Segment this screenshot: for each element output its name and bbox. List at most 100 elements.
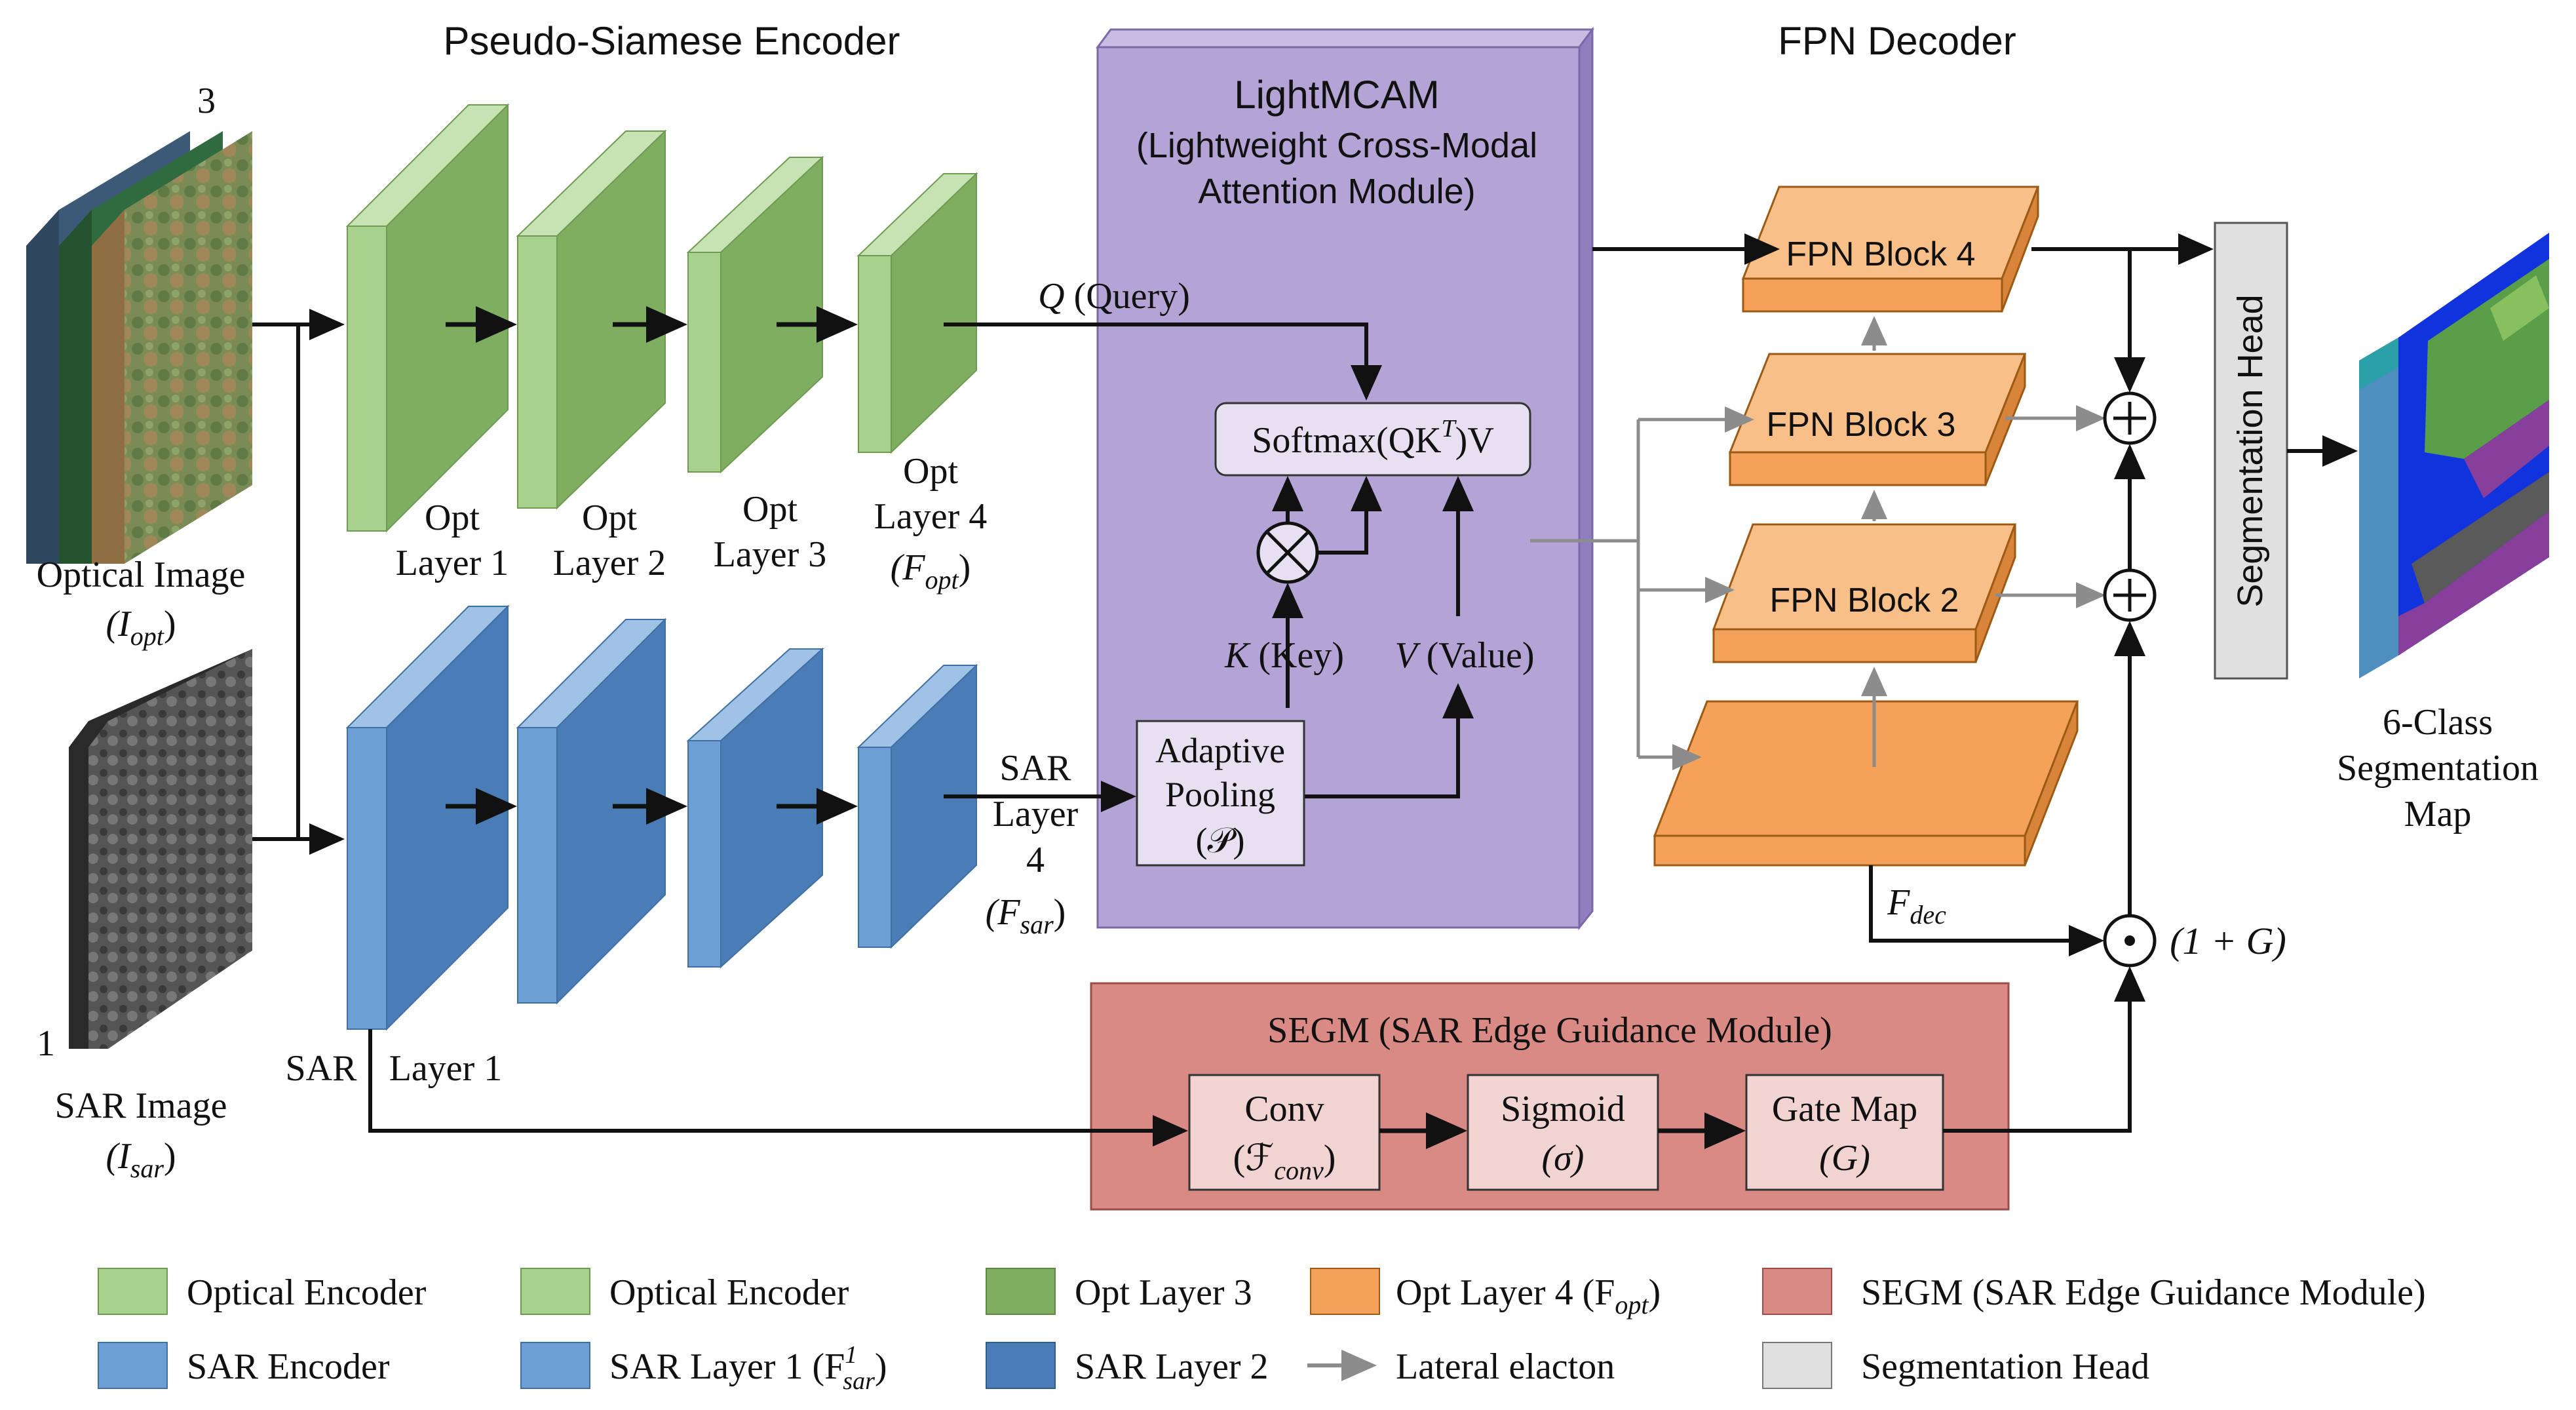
optical-image-label: Optical Image [37,555,246,595]
segmentation-head [2214,222,2288,680]
query-arrow [944,323,1382,401]
softmax-label: Softmax(QKT)V [1252,415,1494,461]
conv-line-2: (ℱconv) [1233,1138,1336,1185]
legend-label-2: Optical Encoder [609,1272,849,1313]
sar-layer4-layer: Layer [993,794,1079,834]
lightmcam-subtitle-1: (Lightweight Cross-Modal [1136,126,1537,165]
opt-layer-3 [686,155,824,474]
sar-layer-4 [856,663,978,949]
sar-layer1-sar: SAR [286,1048,358,1089]
opt-layer-2 [516,129,667,510]
legend-swatch-10 [1762,1342,1832,1389]
optical-image-stack [26,131,252,564]
sar-layer-3 [686,647,824,969]
legend-swatch-6 [98,1342,168,1389]
segmentation-map [2359,233,2549,678]
query-label: Q (Query) [1038,276,1190,317]
opt-layer2-opt: Opt [582,498,637,538]
opt-layer1-opt: Opt [425,498,480,538]
fpn-block-2-label: FPN Block 2 [1770,581,1959,619]
sar-layer4-num: 4 [1026,840,1045,880]
fpn-block-4-label: FPN Block 4 [1786,235,1976,273]
legend-label-8: SAR Layer 2 [1075,1346,1269,1387]
legend-label-1: Optical Encoder [187,1272,427,1313]
gate-multiply-dot [2124,935,2135,946]
gate-map-line-2: (G) [1819,1138,1870,1179]
legend-swatch-3 [986,1268,1056,1315]
conv-line-1: Conv [1244,1089,1324,1129]
sigmoid-box [1467,1074,1659,1191]
legend-label-9: Lateral elacton [1396,1346,1615,1387]
fdec-label: Fdec [1887,882,1946,930]
gate-expression: (1 + G) [2170,920,2286,962]
sar-image-symbol: (Isar) [106,1136,176,1183]
fpn-block-3-label: FPN Block 3 [1767,406,1956,444]
sar-layer-1 [345,604,510,1031]
lightmcam-title: LightMCAM [1234,73,1439,117]
adaptive-pooling-box [1136,720,1305,867]
fpn-block-4 [1741,186,2040,313]
optical-channel-count: 3 [197,81,216,121]
legend-swatch-8 [986,1342,1056,1389]
value-arrow [1304,683,1474,798]
legend-swatch-2 [520,1268,590,1315]
multiply-cross-b [1267,532,1309,574]
legend-swatch-7 [520,1342,590,1389]
sar-layer1-layer: Layer 1 [389,1048,503,1089]
conv-box [1188,1074,1381,1191]
pooling-line-3: (𝒫) [1196,821,1245,860]
encoder-title: Pseudo-Siamese Encoder [443,19,900,63]
opt-layer2-layer: Layer 2 [553,543,666,583]
segm-title: SEGM (SAR Edge Guidance Module) [1267,1010,1832,1051]
pooling-line-1: Adaptive [1155,731,1285,770]
gate-map-box [1745,1074,1944,1191]
sar-layer4-symbol: (Fsar) [986,892,1066,939]
opt-layer-4 [856,172,978,454]
arrow-sar1-to-conv [368,1029,1188,1146]
fpn-block-1 [1653,700,2079,867]
output-label-2: Segmentation [2337,748,2539,789]
legend-swatch-1 [98,1268,168,1315]
legend-label-4: Opt Layer 4 (Fopt) [1396,1272,1661,1320]
value-label: V (Value) [1394,635,1534,676]
sar-image-label: SAR Image [55,1086,227,1126]
legend-label-10: Segmentation Head [1861,1346,2149,1387]
arrow-gate-to-multiply [1943,966,2145,1133]
lightmcam-subtitle-2: Attention Module) [1198,172,1475,211]
legend-swatch-4 [1310,1268,1380,1315]
softmax-box [1214,402,1531,477]
gate-map-line-1: Gate Map [1772,1089,1917,1129]
sar-layer-2 [516,617,667,1005]
segmentation-head-label: Segmentation Head [2231,294,2270,607]
opt-layer3-opt: Opt [742,489,798,530]
fdec-arrow [1869,865,2104,956]
opt-layer4-symbol: (Fopt) [891,547,971,595]
sar-layer4-sar: SAR [1000,748,1072,789]
legend-label-6: SAR Encoder [187,1346,390,1387]
legend-swatch-5 [1762,1268,1832,1315]
output-label-1: 6-Class [2383,702,2493,743]
opt-layer-1 [345,103,510,533]
opt-layer1-layer: Layer 1 [396,543,509,583]
output-label-3: Map [2404,794,2472,834]
legend-label-3: Opt Layer 3 [1075,1272,1252,1313]
decoder-title: FPN Decoder [1778,19,2016,63]
fpn-block-2 [1712,523,2017,663]
sigmoid-line-2: (σ) [1542,1138,1585,1179]
optical-image-symbol: (Iopt) [106,604,176,651]
sar-channel-count: 1 [37,1023,55,1064]
arrow-multiply-right [1317,476,1382,555]
pooling-line-2: Pooling [1165,775,1275,814]
input-branch-line [252,323,300,841]
sigmoid-line-1: Sigmoid [1501,1089,1625,1129]
fpn-block-3 [1728,353,2027,486]
opt-layer3-layer: Layer 3 [714,534,827,575]
opt-layer4-layer: Layer 4 [874,496,988,537]
key-label: K (Key) [1224,635,1344,676]
opt-layer4-opt: Opt [903,451,958,492]
sar-image-stack [69,649,252,1049]
legend-label-5: SEGM (SAR Edge Guidance Module) [1861,1272,2426,1313]
legend: Optical Encoder Optical Encoder Opt Laye… [98,1268,2426,1395]
